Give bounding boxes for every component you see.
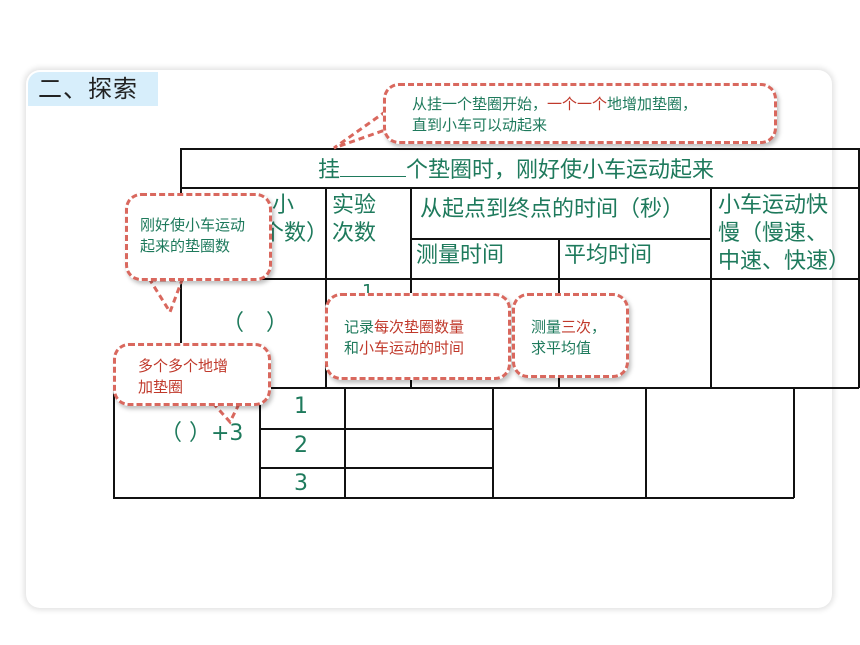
header-trials-line1: 实验 (332, 193, 377, 218)
bottom-left-bubble-line2: 加垫圈 (138, 378, 184, 396)
table-title-suffix: 个垫圈时，刚好使小车运动起来 (406, 158, 715, 183)
right-callout-bubble: 测量三次， 求平均值 (512, 293, 629, 378)
left-bubble-line1: 刚好使小车运动 (140, 216, 246, 234)
header-speed-line3: 中速、快速） (718, 249, 851, 274)
top-callout-bubble: 从挂一个垫圈开始，一个一个地增加垫圈， 直到小车可以动起来 (383, 83, 777, 144)
washer-count-cell[interactable]: （ ） (222, 311, 289, 336)
header-washers-partial-1: 小 (272, 193, 295, 218)
section-title: 二、探索 (28, 72, 158, 106)
top-bubble-tail (333, 109, 387, 150)
header-time-group: 从起点到终点的时间（秒） (420, 197, 685, 222)
header-washers-partial-2: 个数） (262, 221, 329, 246)
top-bubble-text-c: 地增加垫圈， (607, 95, 698, 113)
middle-bubble-highlight-2: 小车运动的时间 (359, 339, 465, 357)
top-bubble-line2: 直到小车可以动起来 (412, 116, 548, 134)
bottom-trial-2: 2 (294, 433, 308, 458)
washer-count-blank[interactable] (340, 154, 407, 177)
bottom-trial-1: 1 (294, 394, 308, 419)
header-speed-line1: 小车运动快 (718, 193, 829, 218)
header-average-time: 平均时间 (564, 243, 653, 268)
trial-number-partial: 1 (362, 281, 374, 302)
right-bubble-highlight: 三次 (561, 318, 592, 336)
bottom-left-bubble-line1: 多个多个地增 (138, 357, 229, 375)
middle-bubble-text-a: 记录 (344, 318, 375, 336)
bottom-trial-3: 3 (294, 471, 308, 496)
right-bubble-line2: 求平均值 (531, 339, 592, 357)
bottom-row-label: （ ）+3 (160, 421, 244, 446)
header-speed-line2: 慢（慢速、 (718, 221, 829, 246)
left-callout-bubble: 刚好使小车运动 起来的垫圈数 (125, 193, 272, 281)
middle-bubble-highlight-1: 每次垫圈数量 (374, 318, 465, 336)
table-title-prefix: 挂 (318, 158, 341, 183)
left-bubble-line2: 起来的垫圈数 (140, 237, 231, 255)
middle-callout-bubble: 记录每次垫圈数量 和小车运动的时间 (325, 293, 511, 380)
header-measured-time: 测量时间 (416, 243, 505, 268)
top-bubble-text-a: 从挂一个垫圈开始， (412, 95, 548, 113)
middle-bubble-text-b: 和 (344, 339, 360, 357)
left-bubble-tail (147, 278, 185, 316)
bottom-left-callout-bubble: 多个多个地增 加垫圈 (113, 343, 271, 406)
table-title: 挂 个垫圈时，刚好使小车运动起来 (318, 154, 714, 185)
top-bubble-highlight: 一个一个 (547, 95, 608, 113)
right-bubble-text-c: ， (591, 318, 607, 336)
header-trials-line2: 次数 (332, 221, 377, 246)
right-bubble-text-a: 测量 (531, 318, 562, 336)
